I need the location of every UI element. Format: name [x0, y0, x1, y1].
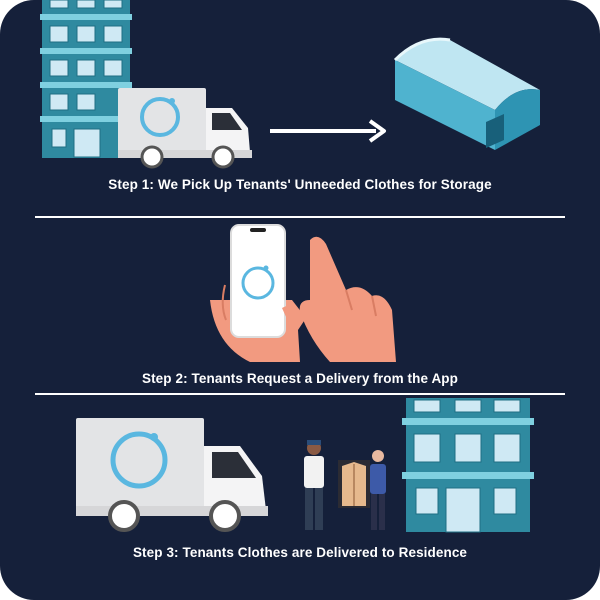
step-3-label: Step 3: Tenants Clothes are Delivered to… — [132, 545, 468, 560]
divider-1 — [35, 216, 565, 218]
step-2-label: Step 2: Tenants Request a Delivery from … — [141, 371, 459, 386]
step-1-label: Step 1: We Pick Up Tenants' Unneeded Clo… — [108, 177, 492, 192]
divider-2 — [35, 393, 565, 395]
